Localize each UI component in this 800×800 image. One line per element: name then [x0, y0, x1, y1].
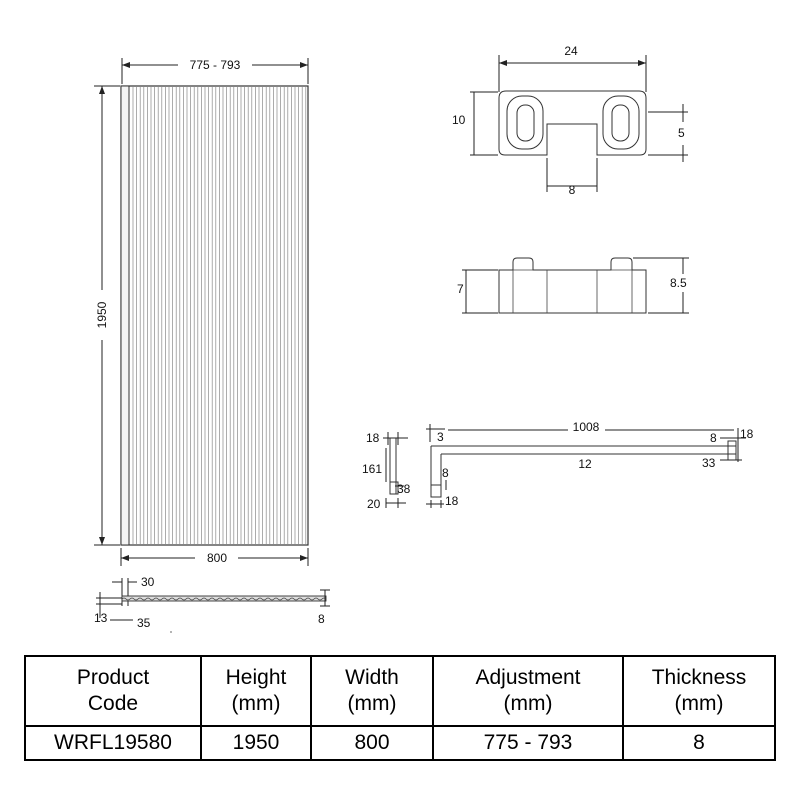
header-height-line2: (mm) [231, 692, 281, 715]
bracket-side-view: 7 8.5 [457, 257, 689, 314]
header-width-line2: (mm) [347, 692, 397, 715]
arm-length-label: 1008 [573, 420, 600, 434]
header-adjustment-line2: (mm) [503, 692, 553, 715]
bracket-top-view: 24 10 5 8 [452, 44, 688, 197]
section-dim-8: 8 [318, 612, 325, 626]
panel-width-range-label: 775 - 793 [190, 58, 241, 72]
header-product-code-line2: Code [87, 692, 139, 715]
section-dim-30: 30 [141, 575, 155, 589]
header-width: Width (mm) [310, 655, 434, 727]
bracket-notch-label: 8 [569, 183, 576, 197]
section-dim-35: 35 [137, 616, 151, 630]
arm-mid-label: 12 [578, 457, 592, 471]
panel-section-view: 30 13 35 8 [94, 575, 330, 630]
panel-width-label: 800 [207, 551, 227, 565]
bracket-slot-depth-label: 5 [678, 126, 685, 140]
value-width: 800 [310, 725, 434, 761]
header-product-code-line1: Product [76, 665, 150, 689]
arm-end-a: 8 [710, 431, 717, 445]
header-height: Height (mm) [200, 655, 312, 727]
panel-front-view: 775 - 793 1950 800 [94, 58, 309, 566]
panel-height-label: 1950 [95, 301, 109, 328]
profile-base-label: 20 [367, 497, 381, 511]
header-adjustment: Adjustment (mm) [432, 655, 624, 727]
bracket-side-right-height: 8.5 [670, 276, 687, 290]
section-dim-13: 13 [94, 611, 108, 625]
arm-view: 3 1008 12 8 18 33 8 18 [426, 420, 754, 508]
value-product-code: WRFL19580 [24, 725, 202, 761]
bracket-height-label: 10 [452, 113, 466, 127]
arm-drop-a: 8 [442, 466, 449, 480]
header-thickness-line2: (mm) [674, 692, 724, 715]
value-thickness: 8 [622, 725, 776, 761]
bracket-width-label: 24 [564, 44, 578, 58]
header-thickness: Thickness (mm) [622, 655, 776, 727]
header-height-line1: Height [225, 665, 287, 689]
header-width-line1: Width [345, 665, 399, 689]
profile-length-label: 161 [362, 462, 382, 476]
arm-drop-b: 18 [445, 494, 459, 508]
value-height: 1950 [200, 725, 312, 761]
arm-left-offset: 3 [437, 430, 444, 444]
spec-table-values-row: WRFL19580 1950 800 775 - 793 8 [24, 725, 776, 761]
profile-top-label: 18 [366, 431, 380, 445]
small-profile-view: 18 161 38 20 [362, 431, 411, 511]
arm-end-c: 33 [702, 456, 716, 470]
profile-depth-label: 38 [397, 482, 411, 496]
value-adjustment: 775 - 793 [432, 725, 624, 761]
arm-end-b: 18 [740, 427, 754, 441]
bracket-side-left-height: 7 [457, 282, 464, 296]
header-thickness-line1: Thickness [651, 665, 747, 689]
header-adjustment-line1: Adjustment [475, 665, 581, 689]
